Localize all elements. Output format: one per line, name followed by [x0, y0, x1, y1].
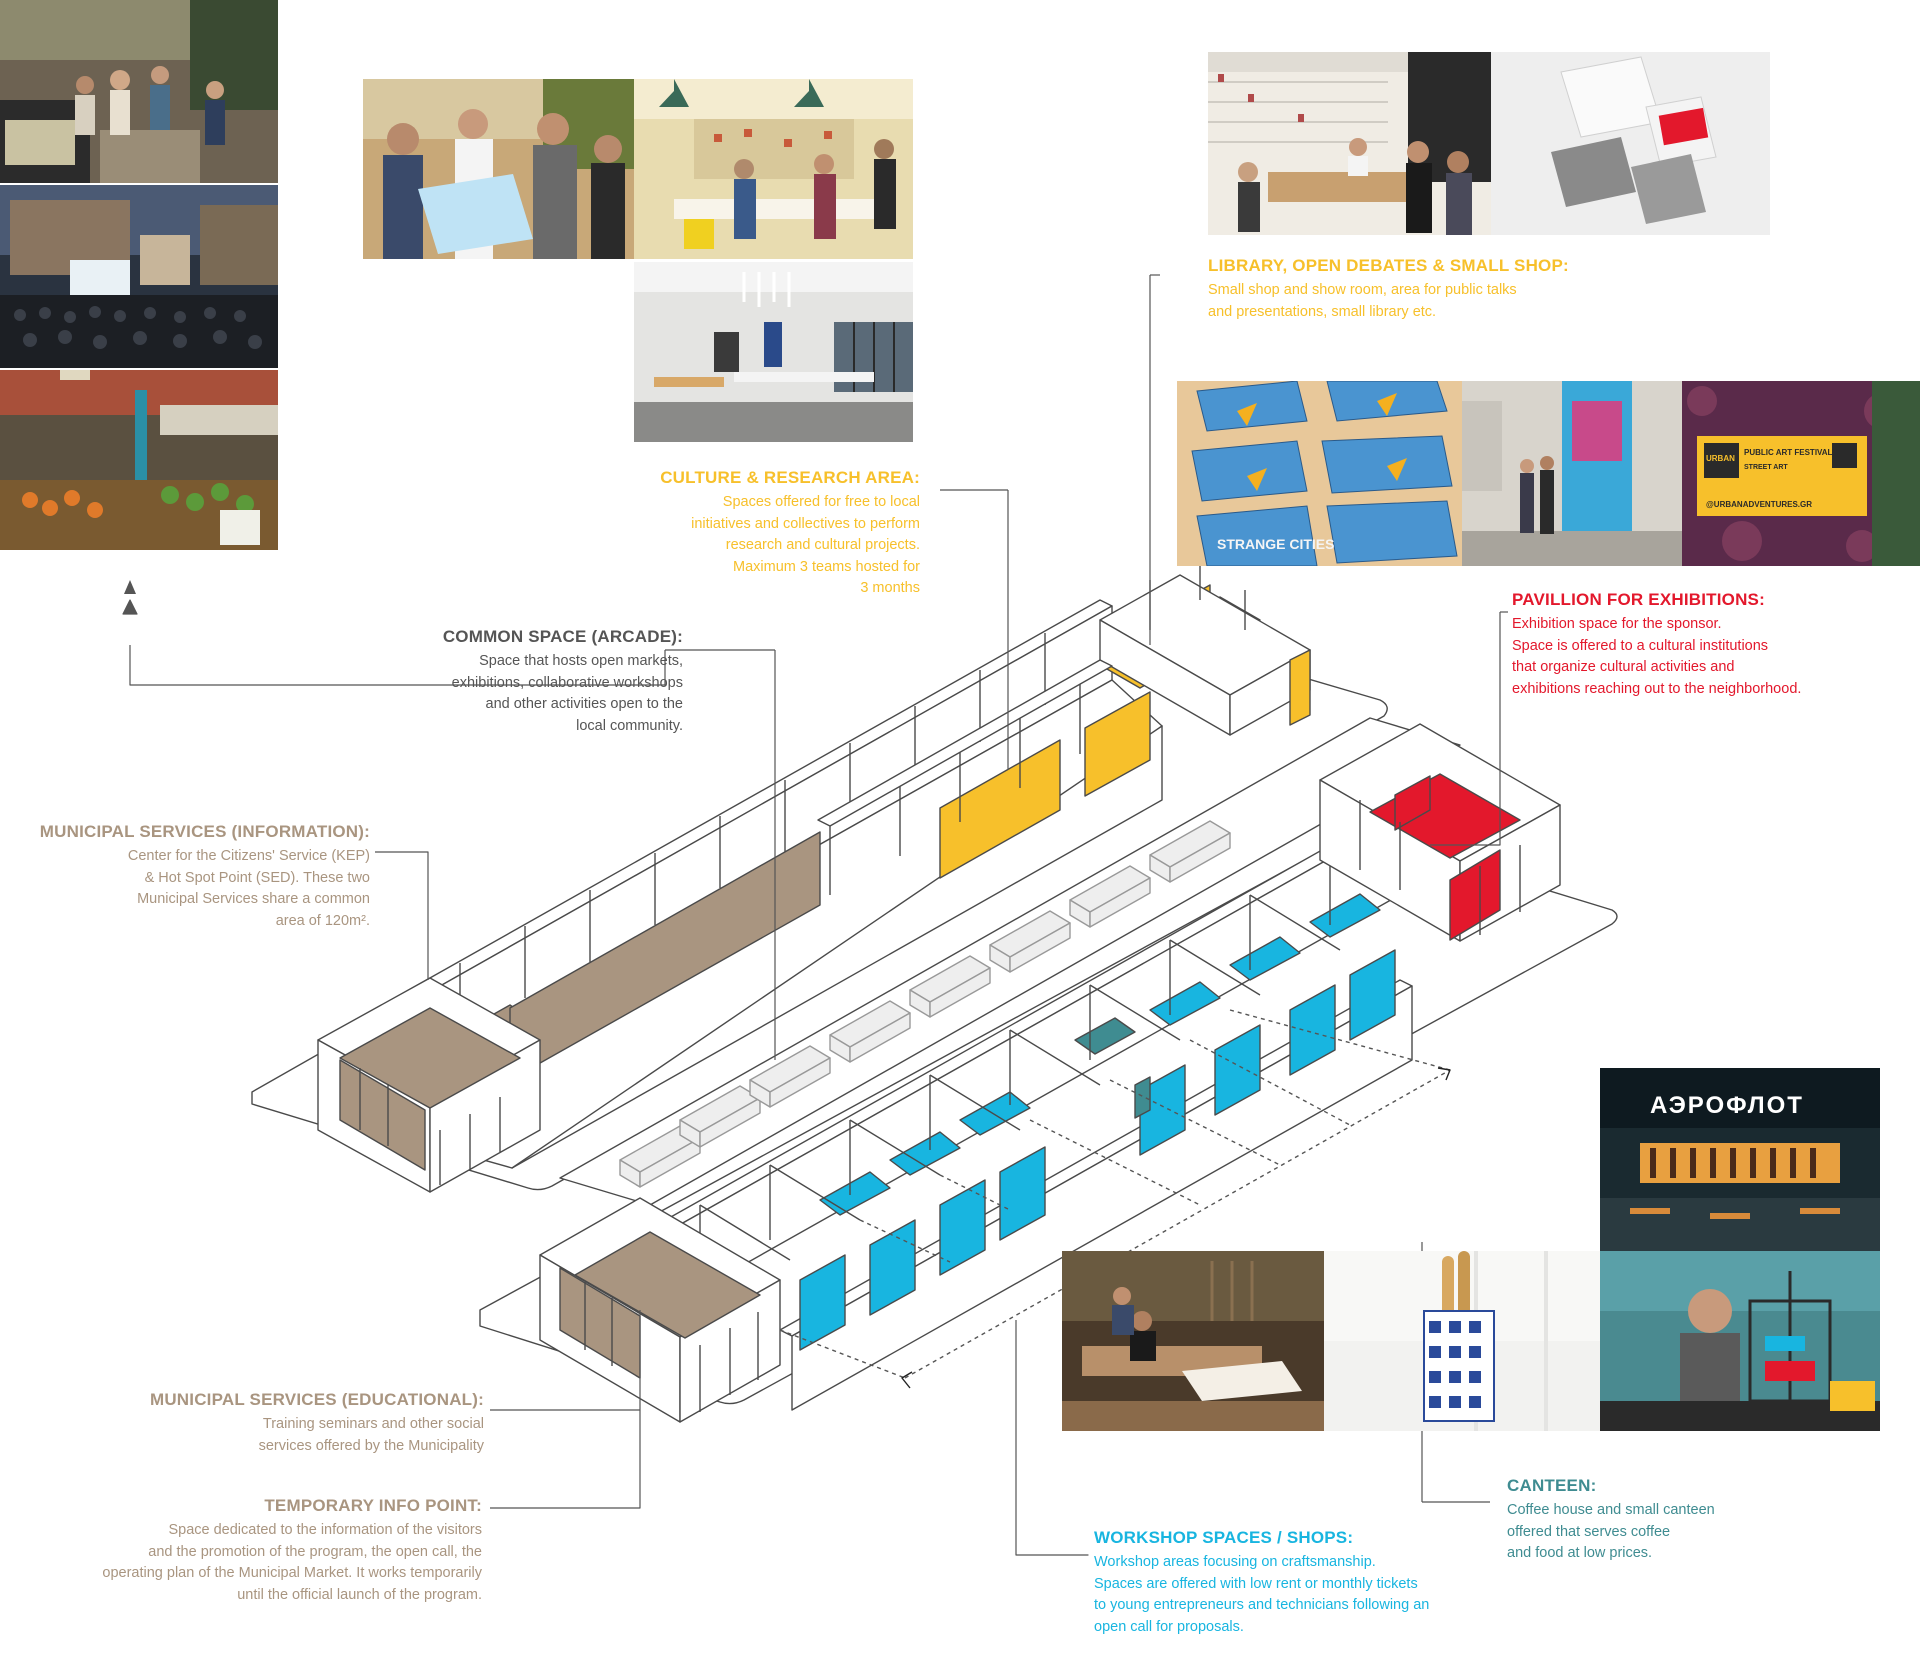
- arrow-up-icon: [124, 580, 136, 594]
- culture-title: CULTURE & RESEARCH AREA:: [660, 468, 920, 487]
- canteen-line-1: Coffee house and small canteen: [1507, 1502, 1715, 1518]
- label-pavillion: PAVILLION FOR EXHIBITIONS: Exhibition sp…: [1512, 590, 1912, 700]
- sign-handle-text: @URBANADVENTURES.GR: [1706, 500, 1812, 509]
- sign-sub-text: STREET ART: [1744, 464, 1788, 471]
- label-common-space: COMMON SPACE (ARCADE): Space that hosts …: [360, 627, 683, 737]
- pavillion-line-1: Exhibition space for the sponsor.: [1512, 616, 1722, 632]
- workshop-title: WORKSHOP SPACES / SHOPS:: [1094, 1528, 1354, 1547]
- pavillion-title: PAVILLION FOR EXHIBITIONS:: [1512, 590, 1765, 609]
- photo-workshop-room: [634, 79, 913, 259]
- photo-3d-printer: [1600, 1251, 1880, 1431]
- workshop-floor: [799, 1254, 846, 1351]
- south-wing: [539, 723, 1561, 1423]
- photo-aeroflot-cafe: АЭРОФЛОТ: [1600, 1068, 1880, 1251]
- municipal-info-line-1: Center for the Citizens' Service (KEP): [127, 848, 370, 864]
- culture-line-1: Spaces offered for free to local: [722, 494, 920, 510]
- leader-lines: [122, 274, 1508, 1556]
- municipal-edu-line-2: services offered by the Municipality: [258, 1437, 484, 1454]
- pavillion-line-3: that organize cultural activities and: [1512, 659, 1735, 675]
- label-culture: CULTURE & RESEARCH AREA: Spaces offered …: [600, 468, 920, 600]
- sign-title-text: PUBLIC ART FESTIVAL: [1744, 448, 1833, 457]
- library-line-2: and presentations, small library etc.: [1208, 303, 1437, 320]
- label-canteen: CANTEEN: Coffee house and small canteen …: [1507, 1476, 1807, 1565]
- culture-line-3: research and cultural projects.: [725, 537, 920, 553]
- municipal-edu-line-1: Training seminars and other social: [262, 1416, 484, 1432]
- temporary-title: TEMPORARY INFO POINT:: [264, 1496, 482, 1515]
- sign-brand-text: URBAN: [1706, 454, 1735, 463]
- municipal-info-line-2: & Hot Spot Point (SED). These two: [144, 869, 370, 886]
- common-line-2: exhibitions, collaborative workshops: [451, 674, 683, 691]
- temporary-line-4: until the official launch of the program…: [237, 1586, 482, 1603]
- library-title: LIBRARY, OPEN DEBATES & SMALL SHOP:: [1208, 256, 1569, 275]
- photo-food-market: [0, 370, 278, 550]
- common-title: COMMON SPACE (ARCADE):: [442, 627, 683, 646]
- municipal-edu-floor: [574, 1231, 761, 1339]
- culture-line-5: 3 months: [860, 580, 920, 596]
- workshop-line-1: Workshop areas focusing on craftsmanship…: [1094, 1554, 1376, 1570]
- cafe-sign-text: АЭРОФЛОТ: [1650, 1092, 1804, 1119]
- north-wing: [317, 560, 1311, 1193]
- photo-gallery-visitors: [1462, 381, 1682, 566]
- pavillion-line-4: exhibitions reaching out to the neighbor…: [1512, 680, 1802, 697]
- common-line-4: local community.: [576, 717, 683, 734]
- common-line-3: and other activities open to the: [485, 696, 684, 712]
- temporary-line-2: and the promotion of the program, the op…: [148, 1543, 482, 1560]
- label-library: LIBRARY, OPEN DEBATES & SMALL SHOP: Smal…: [1208, 256, 1708, 323]
- canteen-line-3: and food at low prices.: [1507, 1545, 1653, 1561]
- photo-library-debate: [1208, 52, 1491, 235]
- canteen-line-2: offered that serves coffee: [1507, 1523, 1671, 1540]
- culture-line-2: initiatives and collectives to perform: [691, 515, 920, 532]
- common-line-1: Space that hosts open markets,: [479, 653, 683, 669]
- label-temporary: TEMPORARY INFO POINT: Space dedicated to…: [20, 1496, 482, 1606]
- municipal-info-title: MUNICIPAL SERVICES (INFORMATION):: [39, 822, 370, 841]
- photo-outdoor-cinema: [0, 185, 278, 368]
- municipal-info-line-3: Municipal Services share a common: [137, 891, 370, 907]
- municipal-edu-title: MUNICIPAL SERVICES (EDUCATIONAL):: [149, 1390, 484, 1409]
- municipal-info-line-4: area of 120m².: [275, 912, 370, 929]
- photo-map-tour: [363, 79, 635, 259]
- culture-line-4: Maximum 3 teams hosted for: [733, 558, 920, 575]
- market-stalls: [619, 820, 1231, 1188]
- magazine-cover-text: STRANGE CITIES: [1217, 536, 1334, 552]
- label-municipal-edu: MUNICIPAL SERVICES (EDUCATIONAL): Traini…: [100, 1390, 484, 1457]
- photo-festival-sign: URBAN PUBLIC ART FESTIVAL STREET ART @UR…: [1682, 381, 1920, 566]
- workshop-line-2: Spaces are offered with low rent or mont…: [1094, 1575, 1418, 1592]
- dimension-lines: [779, 1009, 1451, 1379]
- label-municipal-info: MUNICIPAL SERVICES (INFORMATION): Center…: [20, 822, 370, 932]
- pavillion-line-2: Space is offered to a cultural instituti…: [1512, 637, 1769, 654]
- photo-coworking-office: [634, 262, 913, 442]
- library-line-1: Small shop and show room, area for publi…: [1208, 282, 1517, 298]
- photo-market-street: [0, 0, 278, 183]
- canteen-title: CANTEEN:: [1507, 1476, 1597, 1495]
- workshop-line-3: to young entrepreneurs and technicians f…: [1094, 1597, 1430, 1613]
- photo-bread-bag: [1324, 1251, 1600, 1431]
- label-workshop: WORKSHOP SPACES / SHOPS: Workshop areas …: [1094, 1528, 1514, 1638]
- photo-magazines: STRANGE CITIES: [1177, 381, 1462, 566]
- photo-printed-cards: [1491, 52, 1770, 235]
- temporary-line-3: operating plan of the Municipal Market. …: [102, 1565, 482, 1581]
- photo-carpentry: [1062, 1251, 1324, 1431]
- workshop-line-4: open call for proposals.: [1094, 1618, 1244, 1635]
- temporary-line-1: Space dedicated to the information of th…: [168, 1522, 482, 1538]
